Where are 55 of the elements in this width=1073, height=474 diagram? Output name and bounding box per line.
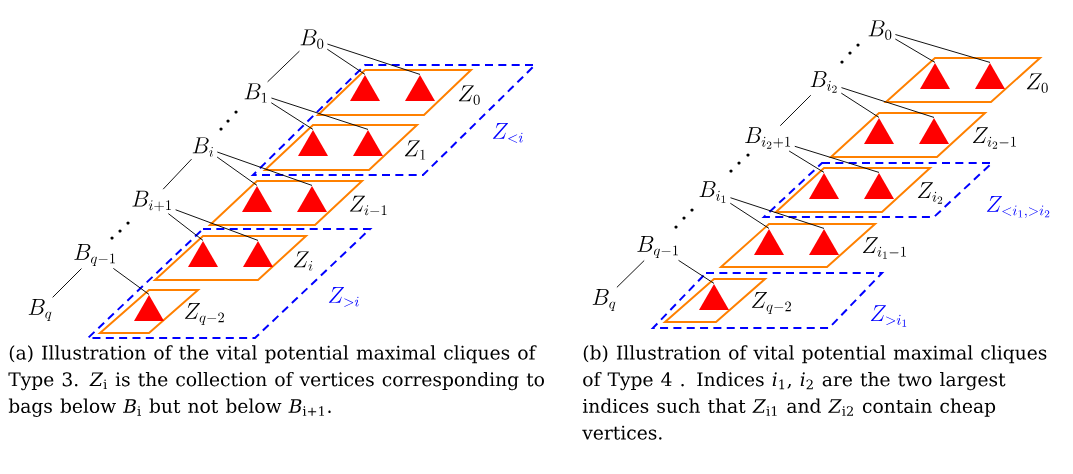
connector-line bbox=[167, 213, 204, 241]
triangle-marker bbox=[188, 240, 218, 267]
connector-line bbox=[270, 102, 314, 130]
connector-line bbox=[162, 158, 192, 190]
connector-line bbox=[175, 209, 259, 241]
node-label: $Z_{<i_1,>i_2}$ bbox=[986, 195, 1050, 218]
bag-label: $B_0$ bbox=[300, 29, 324, 49]
triangle-marker bbox=[864, 172, 894, 199]
connector-line bbox=[779, 94, 812, 127]
connector-line bbox=[326, 48, 366, 75]
connector-line bbox=[52, 268, 82, 298]
connector-line bbox=[267, 50, 300, 83]
connector-line bbox=[616, 260, 645, 288]
connector-line bbox=[730, 197, 825, 229]
triangle-marker bbox=[864, 117, 894, 144]
triangle-marker bbox=[243, 240, 273, 267]
triangle-marker bbox=[353, 129, 383, 156]
bag-label: $B_{q-1}$ bbox=[74, 243, 115, 266]
triangle-marker bbox=[405, 74, 435, 101]
triangle-marker bbox=[134, 294, 165, 321]
connector-line bbox=[216, 151, 313, 186]
triangle-marker bbox=[242, 185, 273, 212]
bag-label: $B_0$ bbox=[868, 20, 892, 40]
triangle-marker bbox=[298, 129, 329, 156]
connector-line bbox=[112, 267, 150, 295]
bag-label: $B_q$ bbox=[28, 298, 52, 321]
bag-label: $B_{i+1}$ bbox=[132, 190, 171, 212]
connector-line bbox=[894, 34, 991, 63]
connector-line bbox=[894, 38, 936, 63]
figure-caption: (a) Illustration of the vital potential maximal cliques of Type 3. Z$_{i}$ is the collection of vertices corresponding to bags below B$_{i}$ but not below B$_{i+1}$. bbox=[8, 345, 544, 417]
bag-label: $B_{i_2+1}$ bbox=[745, 127, 791, 149]
connector-line bbox=[788, 150, 825, 173]
triangle-marker bbox=[809, 228, 839, 255]
triangle-marker bbox=[809, 172, 839, 199]
connector-line bbox=[270, 97, 369, 130]
connector-line bbox=[678, 259, 715, 284]
connector-line bbox=[841, 87, 935, 118]
bag-label: $B_{i_1}$ bbox=[699, 181, 726, 203]
triangle-marker bbox=[920, 62, 950, 89]
bag-label: $B_{q-1}$ bbox=[637, 235, 678, 258]
connector-line bbox=[794, 145, 880, 173]
triangle-marker bbox=[975, 62, 1005, 89]
bag-label: $B_1$ bbox=[244, 83, 267, 103]
connector-line bbox=[216, 156, 258, 186]
bag-label: $B_{i_2}$ bbox=[810, 71, 837, 93]
triangle-marker bbox=[699, 283, 729, 310]
bag-label: $B_q$ bbox=[592, 288, 616, 311]
figure-caption: (b) Illustration of vital potential maximal cliques of Type 4 . Indices i$_{1}$, i$_{2}$ are the two largest indices such that Z$_{i1}$ and Z$_{i2}$ contain cheap vertices. bbox=[582, 345, 1047, 440]
triangle-marker bbox=[754, 228, 784, 255]
triangle-marker bbox=[297, 185, 327, 212]
triangle-marker bbox=[919, 117, 949, 144]
connector-line bbox=[729, 202, 770, 229]
bag-label: $B_i$ bbox=[192, 137, 213, 157]
connector-line bbox=[840, 92, 880, 118]
triangle-marker bbox=[350, 74, 380, 101]
